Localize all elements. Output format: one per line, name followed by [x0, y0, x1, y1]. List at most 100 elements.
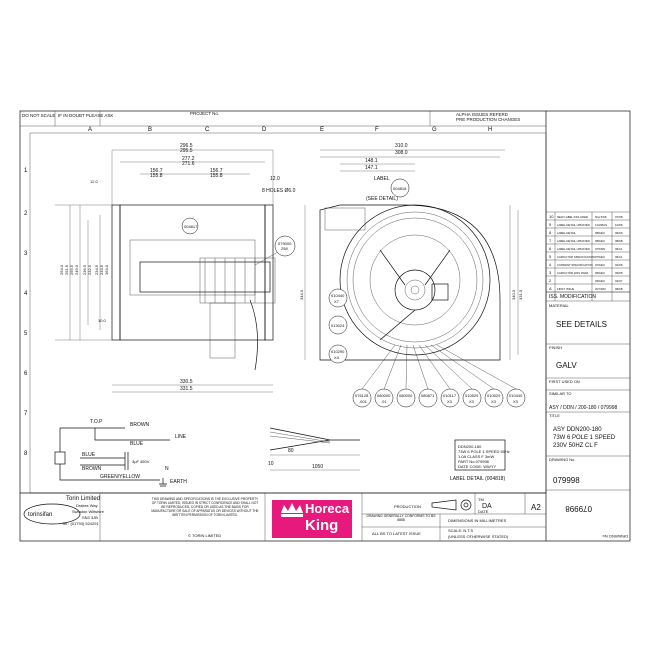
- rev-no: 030/EX: [595, 279, 605, 283]
- side-dim-top-8: 155.8: [210, 173, 223, 179]
- label-callout: 004818: [393, 186, 407, 191]
- bottom-callout-bubble: [440, 388, 460, 408]
- svg-text:236.5: 236.5: [82, 264, 87, 275]
- rev-date: 08/08: [615, 287, 623, 291]
- inner-frame: [29, 132, 547, 494]
- rev-no: 113/MAS: [595, 223, 607, 227]
- grid-col-A: A: [88, 127, 92, 133]
- finish-label: FINISH: [549, 345, 562, 350]
- rev-no: 075/EX: [595, 255, 605, 259]
- rev-text: CAPACITOR WAS 45WA: [557, 271, 589, 275]
- callout-side-1: 004817: [184, 224, 198, 229]
- earth-icon: [159, 478, 167, 487]
- grid-col-E: E: [320, 127, 324, 133]
- side-view: 296.5 295.5 277.2 271.6 156.7 155.8 156.…: [55, 143, 296, 393]
- scale-text: SCALE: N.T.S: [448, 528, 473, 533]
- callout-side-2b: 258: [281, 246, 288, 251]
- rev-iss: 9: [549, 222, 552, 227]
- company-addr-3: SN3 3JB: [82, 515, 98, 520]
- drawn-value: DA: [482, 503, 492, 510]
- bottom-callout-qty: X3: [469, 399, 475, 404]
- svg-text:251.6: 251.6: [64, 264, 69, 275]
- side-dim-right-top: 12.0: [270, 176, 280, 182]
- callout-bubble-side-2: [274, 235, 296, 257]
- side-dim-top-4: 271.6: [182, 161, 195, 167]
- mount-arm-1: [379, 249, 406, 286]
- label-detail-line: PART No.079998: [458, 459, 490, 464]
- rev-no: 075/DN: [595, 247, 605, 251]
- grid-row-1: 1: [24, 168, 28, 174]
- rev-date: 08/08: [615, 239, 623, 243]
- wire-line: LINE: [175, 434, 187, 440]
- rev-iss: 2: [549, 278, 552, 283]
- bottom-callout-code: 080000: [377, 393, 391, 398]
- all-bs-text: ALL BS TO LATEST ISSUE: [372, 531, 421, 536]
- svg-text:234.5: 234.5: [94, 264, 99, 275]
- company-name: Torin Limited: [66, 496, 100, 502]
- rev-date: 10/06: [615, 223, 623, 227]
- rev-iss: 5: [549, 254, 552, 259]
- rev-date: 06/11: [615, 247, 623, 251]
- bottom-callout-bubble: [374, 388, 394, 408]
- if-in-doubt-text: IF IN DOUBT PLEASE ASK: [58, 113, 113, 118]
- callout-left-3b: X4: [334, 355, 340, 360]
- date-label: DATE: [478, 509, 489, 514]
- label-see-detail: (SEE DETAIL): [366, 196, 398, 202]
- rev-text: LABEL DETAIL UPDATED: [557, 239, 590, 243]
- bottom-callout-bubble: [352, 388, 372, 408]
- grid-row-7: 7: [24, 411, 28, 417]
- similar-value: ASY / DDN / 200-180 / 079998: [549, 405, 618, 411]
- crown-icon: [281, 503, 303, 513]
- rev-text: LABEL DETAIL UPDATED: [557, 247, 590, 251]
- rev-no: 207/DM: [595, 287, 606, 291]
- wire-brown: BROWN: [130, 422, 150, 428]
- label-detail-line: 73W 6 POLE 1 SPEED 50Hz: [458, 449, 510, 454]
- callout-side-2: 079000: [278, 241, 292, 246]
- rev-date: 09/05: [615, 271, 623, 275]
- bottom-callout-qty: X3: [513, 399, 519, 404]
- bottom-callout-bubble: [418, 388, 438, 408]
- top-header: DO NOT SCALE IF IN DOUBT PLEASE ASK PROJ…: [20, 111, 546, 127]
- drawing-number-rotated: 079998: [565, 504, 592, 513]
- front-dim-left: 344.0: [299, 289, 304, 300]
- grid-col-H: H: [488, 127, 492, 133]
- bottom-callout-qty: X3: [491, 399, 497, 404]
- callout-left-1b: X7: [334, 299, 340, 304]
- bottom-title-block: torinsifan Torin Limited Drakes Way Swin…: [20, 492, 546, 541]
- drawn-label: TM: [478, 497, 484, 502]
- rev-no: 080/EX: [595, 239, 605, 243]
- grid-row-5: 5: [24, 331, 28, 337]
- callout-left-3: 010290: [331, 349, 345, 354]
- company-logo-ring: [23, 503, 81, 525]
- label-detail-line: DDN200-180: [458, 444, 482, 449]
- wiring-top-label: T.O.P: [90, 419, 103, 425]
- holes-note: 8 HOLES Ø6.0: [262, 188, 296, 194]
- bottom-callout-code: 010529: [465, 393, 479, 398]
- drawing-no-label-rotated: DRAWING No.: [601, 534, 628, 539]
- title-label: TITLE: [549, 413, 560, 418]
- label-title: LABEL: [374, 176, 390, 182]
- front-dim-top-2: 308.0: [395, 150, 408, 156]
- side-dim-top-2: 295.5: [180, 148, 193, 154]
- bottom-callout-code: 010440: [509, 393, 523, 398]
- grid-col-B: B: [148, 127, 152, 133]
- company-addr-1: Drakes Way: [76, 503, 98, 508]
- svg-text:164.0: 164.0: [104, 264, 109, 275]
- rev-no: 060/EX: [595, 271, 605, 275]
- rev-iss: A: [549, 286, 552, 291]
- rev-iss: 7: [549, 238, 552, 243]
- wire-brown-2: BROWN: [82, 466, 102, 472]
- wire-green-yellow: GREEN/YELLOW: [100, 474, 140, 480]
- svg-text:249.0: 249.0: [74, 264, 79, 275]
- grid-row-8: 8: [24, 451, 28, 457]
- wiring-diagram: T.O.P BROWN BLUE LINE BLUE BROWN 3μF 450…: [54, 419, 187, 487]
- material-value: SEE DETAILS: [556, 320, 607, 329]
- svg-text:232.5: 232.5: [87, 264, 92, 275]
- front-dim-right-1: 340.0: [511, 289, 516, 300]
- rev-text: NEW LABEL INCLUDED: [557, 215, 588, 219]
